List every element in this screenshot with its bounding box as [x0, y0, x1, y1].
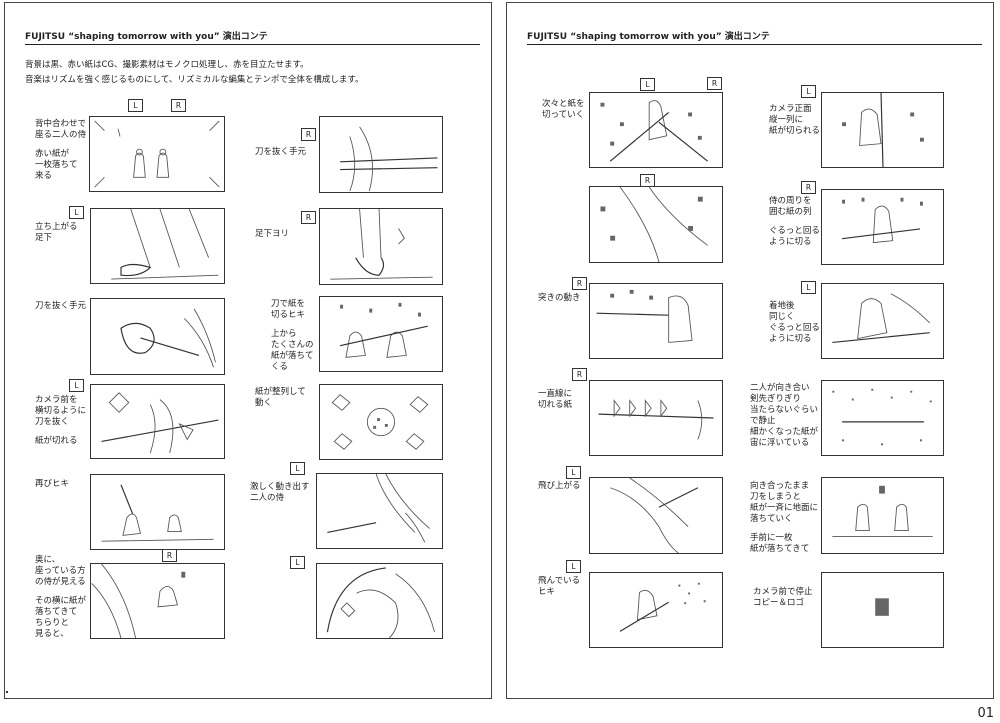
- sketch-vertical-paper-cut: [842, 93, 924, 167]
- scene-caption: 突きの動き: [538, 293, 581, 303]
- scene-caption: 飛んでいる ヒキ: [538, 576, 581, 597]
- tag-left: L: [69, 206, 84, 219]
- page-number: 01: [977, 706, 994, 721]
- storyboard-panel: [589, 186, 723, 263]
- storyboard-panel: [821, 477, 944, 554]
- scene-caption: 侍の周りを 囲む紙の列 ぐるっと回る ように切る: [769, 196, 820, 247]
- sketch-cutting-falling-paper: [339, 302, 428, 358]
- sketch-papers-cut-line: [598, 399, 714, 440]
- storyboard-panel: [319, 116, 443, 193]
- sketch-flying-wide: [619, 582, 706, 632]
- storyboard-panel: [821, 572, 944, 648]
- scene-caption: 刀を抜く手元: [35, 301, 87, 311]
- scene-caption: 着地後 同じく ぐるっと回る ように切る: [769, 301, 820, 344]
- storyboard-panel: [90, 384, 225, 459]
- sketch-hand-on-hilt: [340, 126, 438, 192]
- sketch-hand-drawing-sword: [120, 308, 216, 368]
- scene-caption: 一直線に 切れる紙: [538, 389, 573, 410]
- storyboard-panel: [821, 92, 944, 168]
- storyboard-panel: [589, 380, 723, 456]
- storyboard-panel: [589, 477, 723, 554]
- tag-right: R: [301, 128, 316, 141]
- scene-caption: 再びヒキ: [35, 479, 70, 489]
- scene-caption: 刀を抜く手元: [255, 147, 307, 157]
- scene-caption: 次々と紙を 切っていく: [542, 99, 585, 120]
- scene-caption: 刀で紙を 切るヒキ 上から たくさんの 紙が落ちて くる: [271, 299, 314, 372]
- sketch-cutting-papers: [600, 100, 708, 162]
- sketch-leap: [610, 478, 699, 553]
- speck: [6, 691, 8, 693]
- storyboard-panel: [90, 208, 225, 284]
- scene-caption: 二人が向き合い 剣先ぎりぎり 当たらないぐらい で静止 細かくなった紙が 宙に浮…: [750, 383, 819, 448]
- tag-right: R: [640, 174, 655, 187]
- tag-left: L: [566, 466, 581, 479]
- storyboard-panel: [319, 296, 443, 372]
- scene-caption: カメラ前で停止 コピー＆ロゴ: [753, 587, 813, 608]
- sketch-two-samurai-seated: [94, 120, 220, 188]
- tag-right: R: [801, 181, 816, 194]
- scene-caption: 紙が整列して 動く: [255, 387, 306, 408]
- storyboard-panel: [821, 189, 944, 265]
- storyboard-panel: [316, 473, 443, 549]
- page-header: FUJITSU “shaping tomorrow with you” 演出コン…: [25, 29, 480, 45]
- sketch-seated-samurai-foreground: [91, 564, 186, 638]
- sketch-feet-low-angle: [330, 209, 433, 280]
- storyboard-page-left: FUJITSU “shaping tomorrow with you” 演出コン…: [4, 2, 492, 699]
- sketch-face-off-floating-paper: [832, 388, 932, 446]
- scene-caption: 足下ヨリ: [255, 229, 290, 239]
- tag-right: R: [171, 99, 186, 112]
- tag-left: L: [290, 462, 305, 475]
- sketch-single-paper-logo: [875, 598, 889, 616]
- storyboard-panel: [589, 283, 723, 359]
- storyboard-panel: [821, 380, 944, 456]
- storyboard-panel: [90, 563, 225, 639]
- scene-caption: 奥に、 座っている方 の侍が見える その横に紙が 落ちてきて ちらりと 見ると、: [35, 555, 87, 639]
- tag-left: L: [801, 281, 816, 294]
- sketch-feet-standing: [111, 209, 219, 280]
- storyboard-panel: [319, 208, 443, 285]
- storyboard-panel: [90, 298, 225, 375]
- tag-left: L: [801, 85, 816, 98]
- storyboard-panel: [821, 283, 944, 359]
- scene-caption: 背中合わせで 座る二人の侍 赤い紙が 一枚落ちて 来る: [35, 119, 87, 181]
- sketch-sword-cutting-paper: [101, 392, 219, 454]
- tag-left: L: [290, 556, 305, 569]
- scene-caption: 向き合ったまま 刀をしまうと 紙が一斉に地面に 落ちていく 手前に一枚 紙が落ち…: [750, 481, 819, 554]
- tag-left: L: [69, 379, 84, 392]
- tag-right: R: [301, 211, 316, 224]
- sketch-samurai-in-motion: [327, 474, 430, 543]
- scene-caption: カメラ前を 横切るように 刀を抜く 紙が切れる: [35, 395, 87, 446]
- intro-line-1: 背景は黒、赤い紙はCG、撮影素材はモノクロ処理し、赤を目立たせます。: [25, 60, 309, 70]
- sketch-samurai-closeup: [326, 567, 435, 638]
- sketch-paper-aligned: [331, 394, 429, 450]
- page-header: FUJITSU “shaping tomorrow with you” 演出コン…: [527, 29, 982, 45]
- storyboard-panel: [89, 116, 225, 192]
- sketch-thrust: [596, 289, 693, 343]
- sketch-landing-spin: [832, 293, 931, 344]
- storyboard-panel: [90, 474, 225, 550]
- intro-text: 背景は黒、赤い紙はCG、撮影素材はモノクロ処理し、赤を目立たせます。 音楽はリズ…: [25, 58, 363, 88]
- storyboard-page-right: FUJITSU “shaping tomorrow with you” 演出コン…: [506, 2, 994, 699]
- storyboard-panel: [589, 92, 723, 168]
- tag-right: R: [162, 549, 177, 562]
- sketch-circling-papers: [842, 197, 923, 244]
- tag-right: R: [572, 368, 587, 381]
- tag-left: L: [566, 560, 581, 573]
- storyboard-panel: [589, 572, 723, 648]
- tag-right: R: [572, 277, 587, 290]
- storyboard-panel: [319, 384, 443, 460]
- scene-caption: カメラ正面 縦一列に 紙が切られる: [769, 104, 821, 136]
- intro-line-2: 音楽はリズムを強く感じるものにして、リズミカルな編集とテンポで全体を構成します。: [25, 75, 364, 85]
- sketch-papers-fall: [832, 485, 933, 537]
- sketch-slash-closeup: [600, 187, 708, 262]
- storyboard-panel: [316, 563, 443, 639]
- tag-left: L: [128, 99, 143, 112]
- scene-caption: 立ち上がる 足下: [35, 222, 78, 243]
- scene-caption: 飛び上がる: [538, 481, 581, 491]
- tag-left: L: [640, 78, 655, 91]
- tag-right: R: [707, 77, 722, 90]
- scene-caption: 激しく動き出す 二人の侍: [250, 482, 310, 503]
- sketch-wide-two-samurai: [101, 484, 214, 542]
